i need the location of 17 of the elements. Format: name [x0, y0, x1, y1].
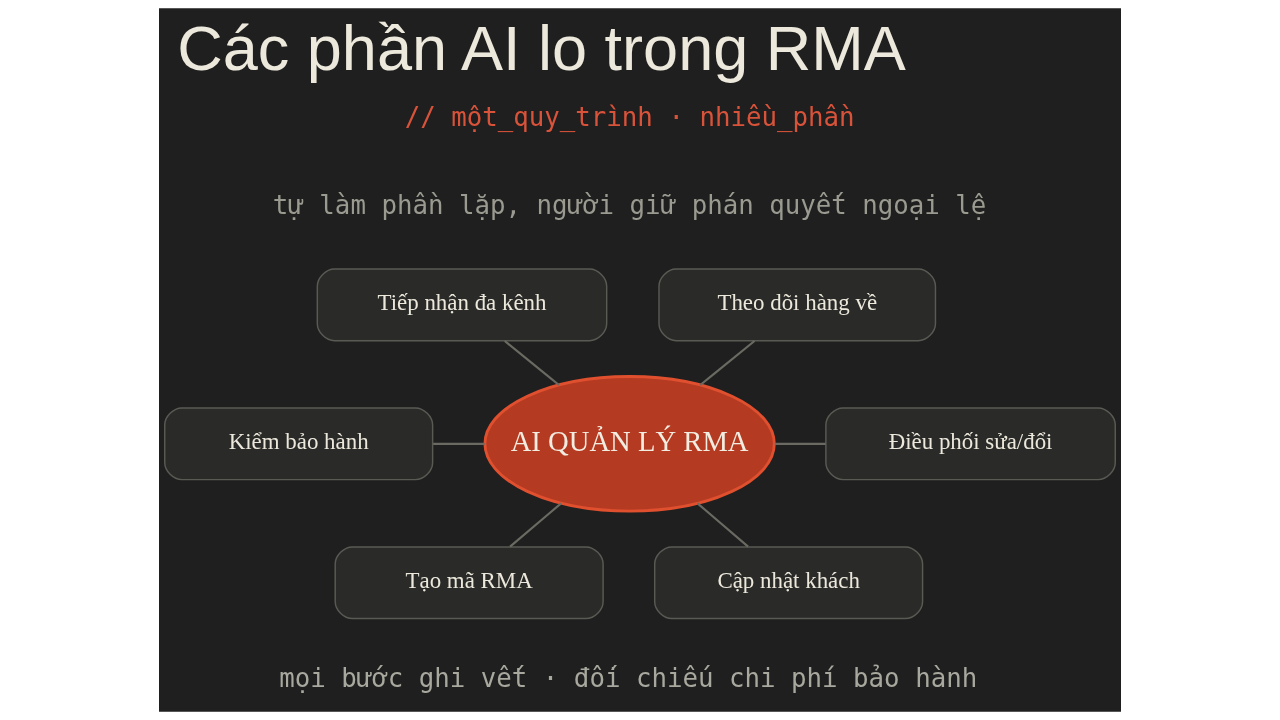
label: tự làm phần lặp, người giữ phán quyết ngoại lệ	[272, 189, 987, 220]
connector	[696, 502, 749, 548]
node-box: Điều phối sửa/đổi	[825, 407, 1116, 481]
label: // một_quy_trình · nhiều_phần	[404, 102, 855, 133]
node-box: Cập nhật khách	[653, 546, 924, 620]
connector	[433, 442, 485, 445]
node-ellipse: AI QUẢN LÝ RMA	[483, 375, 776, 513]
connector	[699, 340, 756, 386]
node-box: Tạo mã RMA	[334, 546, 604, 620]
node-box: Theo dõi hàng về	[658, 268, 937, 342]
node-box: Tiếp nhận đa kênh	[316, 268, 608, 342]
connector	[504, 340, 560, 386]
diagram-title: Các phần AI lo trong RMA	[177, 13, 906, 84]
connector	[774, 442, 826, 445]
node-box: Kiểm bảo hành	[164, 407, 434, 481]
caption: mọi bước ghi vết · đối chiếu chi phí bảo hành	[279, 662, 978, 693]
connector	[509, 502, 562, 548]
